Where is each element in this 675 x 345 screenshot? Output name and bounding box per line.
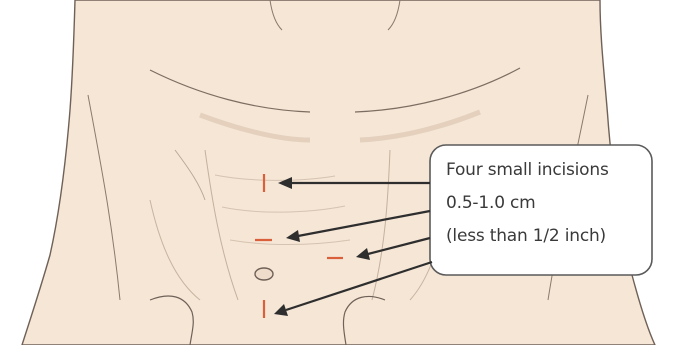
callout-line-1: Four small incisions — [446, 160, 609, 180]
callout-line-2: 0.5-1.0 cm — [446, 193, 536, 213]
navel — [255, 268, 273, 280]
callout-line-3: (less than 1/2 inch) — [446, 226, 606, 246]
